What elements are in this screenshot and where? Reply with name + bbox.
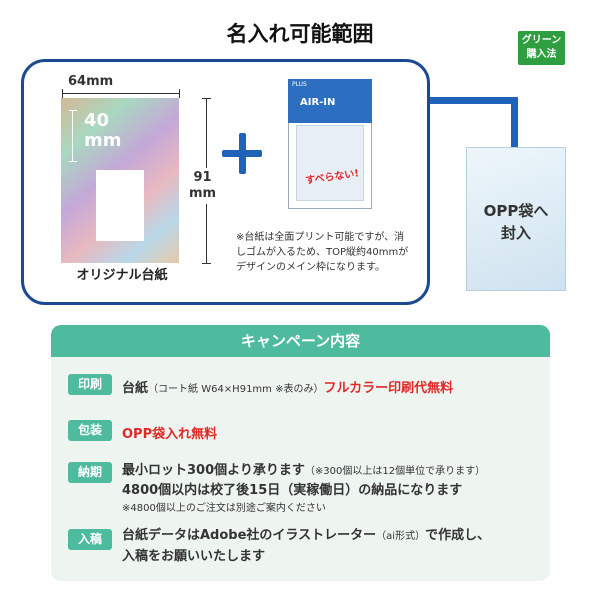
opp-bag-label: OPP袋へ 封入 [483,202,549,242]
diagram-frame [21,59,430,305]
height-dimension-label: 91 mm [188,168,218,204]
print-note: ※台紙は全面プリント可能ですが、消 しゴムが入るため、TOP縦約40mmが デザ… [236,232,409,273]
height-tick-bottom [202,263,211,264]
badge-line-1: グリーン [521,35,562,46]
inner-dimension-line [72,110,73,162]
width-dimension-label: 64mm [68,74,114,89]
inner-tick-bottom [69,161,77,162]
arrow-line-vertical [511,97,518,155]
card-caption: オリジナル台紙 [76,268,168,283]
page-title: 名入れ可能範囲 [226,22,374,46]
label-packaging: 包装 [68,420,112,441]
eraser-package-top [288,79,372,123]
width-tick-right [179,89,180,98]
height-tick-top [202,98,211,99]
eraser-name: AIR-IN [300,97,336,108]
row-packaging: OPP袋入れ無料 [122,427,218,442]
row-delivery-line-2: 4800個以内は校了後15日（実稼働日）の納品になります [122,483,463,498]
arrow-line-horizontal [430,97,518,104]
width-tick-left [62,89,63,98]
row-submission-line-1: 台紙データはAdobe社のイラストレーター（ai形式）で作成し、 [122,528,491,543]
label-print: 印刷 [68,374,112,395]
row-print: 台紙（コート紙 W64×H91mm ※表のみ）フルカラー印刷代無料 [122,381,454,396]
campaign-panel [51,325,550,581]
green-purchase-badge: グリーン 購入法 [518,31,565,65]
label-submission: 入稿 [68,529,112,550]
inner-dimension-label: 40 mm [84,110,122,151]
row-delivery-line-3: ※4800個以上のご注文は別途ご案内ください [122,503,326,514]
eraser-brand: PLUS [292,81,307,88]
row-submission-line-2: 入稿をお願いいたします [122,549,266,564]
opp-bag [466,147,566,291]
badge-line-2: 購入法 [526,49,557,60]
inner-tick-top [69,110,77,111]
eraser-body [296,125,364,201]
card-eraser-window [96,170,144,241]
label-delivery: 納期 [68,462,112,483]
width-dimension-line [62,93,180,94]
campaign-header: キャンペーン内容 [51,325,550,357]
plus-icon-vertical [239,133,246,174]
row-delivery-line-1: 最小ロット300個より承ります（※300個以上は12個単位で承ります） [122,463,486,478]
